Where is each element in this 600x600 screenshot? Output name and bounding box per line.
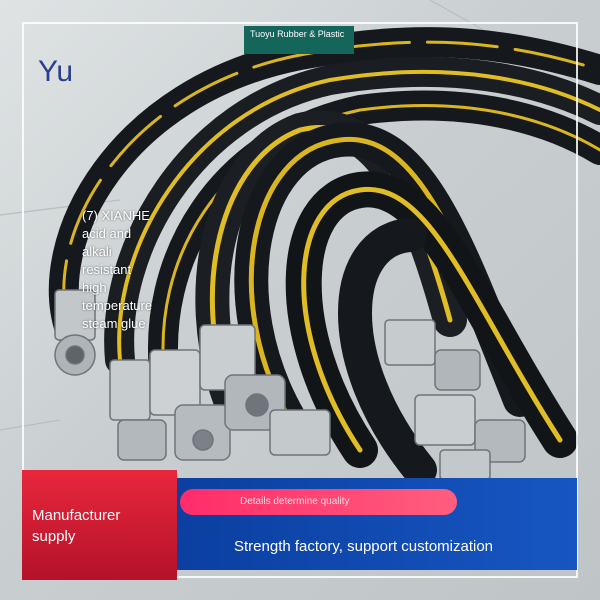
manufacturer-label: Manufacturer supply xyxy=(32,505,172,547)
fitting-3 xyxy=(149,349,231,461)
brand-title: Yu xyxy=(38,55,74,88)
description-line: acid and xyxy=(82,226,132,241)
company-badge: Tuoyu Rubber & Plastic xyxy=(244,26,354,54)
slogan-text: Strength factory, support customization xyxy=(234,538,494,555)
steel-fittings xyxy=(54,289,526,481)
fitting-2 xyxy=(109,359,167,461)
manufacturer-line: supply xyxy=(32,528,76,545)
description-line: high xyxy=(82,280,107,295)
description-line: temperature xyxy=(82,298,153,313)
product-description: (7) XIANHE acid and alkali resistant hig… xyxy=(82,207,172,333)
tagline-pill: Details determine quality xyxy=(180,489,457,515)
fitting-4 xyxy=(199,324,286,431)
description-line: resistant xyxy=(82,262,132,277)
manufacturer-line: Manufacturer xyxy=(32,507,121,524)
fitting-1 xyxy=(54,289,96,376)
description-line: (7) XIANHE xyxy=(82,208,150,223)
fitting-6 xyxy=(384,319,481,391)
hose-bundle xyxy=(48,27,600,487)
fitting-8 xyxy=(439,449,491,481)
description-line: alkali xyxy=(82,244,112,259)
description-line: steam glue xyxy=(82,316,146,331)
manufacturer-panel xyxy=(22,470,177,580)
fitting-5 xyxy=(269,409,331,456)
